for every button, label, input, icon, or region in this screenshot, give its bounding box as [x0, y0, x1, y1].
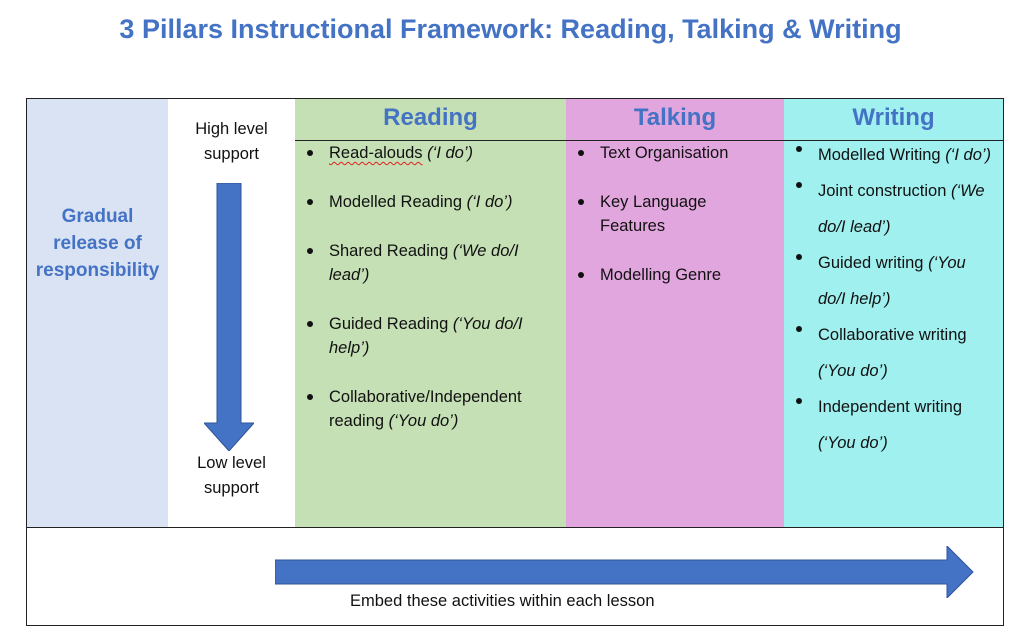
high-support-label: High level support [195, 120, 268, 163]
reading-heading: Reading [295, 99, 566, 141]
list-item: Modelled Writing (‘I do’) [796, 137, 995, 173]
gradual-release-label: Gradual release of responsibility [35, 206, 160, 281]
list-item: Collaborative/Independent reading (‘You … [307, 385, 558, 433]
down-arrow-icon [204, 183, 254, 451]
list-item: Read-alouds (‘I do’) [307, 141, 558, 165]
list-item: Joint construction (‘We do/I lead’) [796, 173, 995, 245]
talking-column: Talking Text Organisation Key Language F… [566, 98, 785, 528]
right-arrow-icon [275, 546, 974, 598]
talking-list: Text Organisation Key Language Features … [566, 141, 784, 312]
list-item: Collaborative writing (‘You do’) [796, 317, 995, 389]
list-item: Independent writing (‘You do’) [796, 389, 995, 461]
footer-caption: Embed these activities within each lesso… [350, 592, 655, 610]
talking-heading: Talking [566, 99, 784, 141]
list-item: Text Organisation [578, 141, 776, 165]
list-item: Key Language Features [578, 190, 776, 238]
list-item: Modelling Genre [578, 263, 776, 287]
gradual-release-column: Gradual release of responsibility [26, 98, 169, 528]
list-item: Guided writing (‘You do/I help’) [796, 245, 995, 317]
writing-list: Modelled Writing (‘I do’) Joint construc… [784, 137, 1003, 461]
list-item: Shared Reading (‘We do/I lead’) [307, 239, 558, 287]
reading-column: Reading Read-alouds (‘I do’) Modelled Re… [295, 98, 567, 528]
list-item: Modelled Reading (‘I do’) [307, 190, 558, 214]
writing-heading: Writing [784, 99, 1003, 141]
list-item: Guided Reading (‘You do/I help’) [307, 312, 558, 360]
support-level-column: High level support Low level support [168, 98, 296, 528]
reading-list: Read-alouds (‘I do’) Modelled Reading (‘… [295, 141, 566, 458]
low-support-label: Low level support [197, 454, 266, 497]
page-title: 3 Pillars Instructional Framework: Readi… [119, 14, 902, 44]
writing-column: Writing Modelled Writing (‘I do’) Joint … [784, 98, 1004, 528]
